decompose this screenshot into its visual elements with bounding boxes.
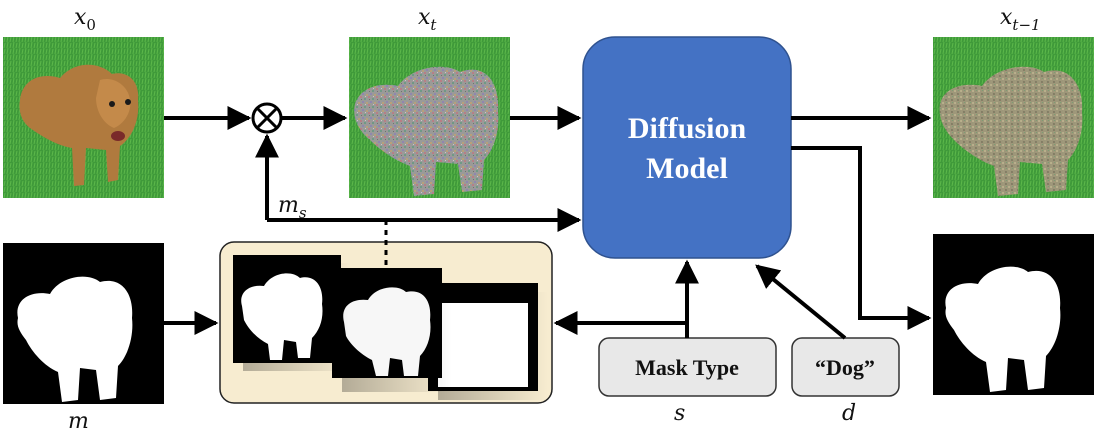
image-xt-minus-1: [933, 37, 1094, 198]
prompt-box: “Dog”: [791, 337, 900, 397]
image-mask-m: [3, 243, 164, 404]
arrow-model-to-mask: [791, 146, 932, 330]
label-x0: x0: [74, 5, 96, 34]
prompt-label: “Dog”: [815, 355, 875, 380]
label-d: d: [842, 401, 856, 426]
image-xt: [349, 37, 510, 198]
multiply-operator: [251, 102, 283, 134]
label-xt-minus-1: xt−1: [1000, 5, 1041, 34]
label-xt: xt: [418, 5, 437, 34]
diffusion-model-box: Diffusion Model: [582, 36, 792, 259]
arrow-prompt-to-model: [755, 264, 847, 340]
label-s: s: [674, 401, 685, 426]
label-ms: ms: [278, 193, 307, 222]
mask-sampling-panel: [219, 241, 553, 404]
diffusion-model-label-line2: Model: [646, 152, 728, 185]
mask-type-label: Mask Type: [635, 355, 739, 380]
diffusion-model-label-line1: Diffusion: [628, 112, 747, 145]
mask-type-box: Mask Type: [598, 337, 777, 397]
label-m: m: [68, 409, 89, 434]
image-output-mask: [933, 234, 1094, 395]
image-x0: [3, 37, 164, 198]
arrows: [164, 106, 932, 340]
